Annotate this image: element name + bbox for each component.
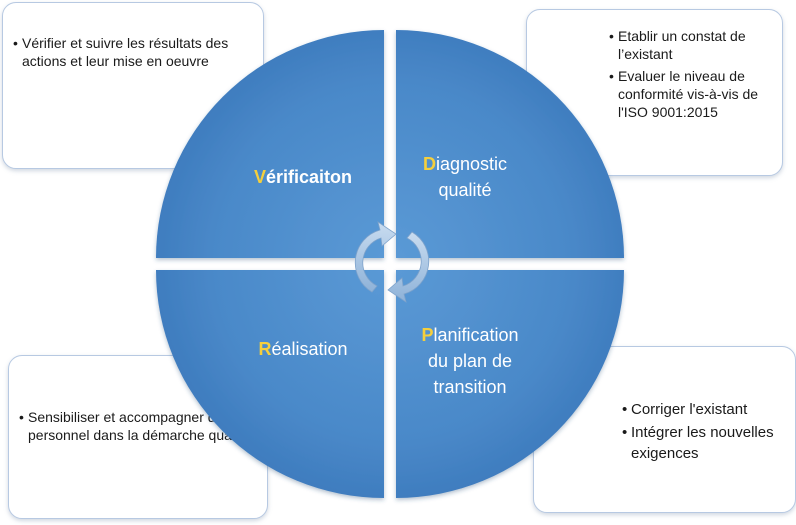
callout-list: Corriger l'existant Intégrer les nouvell… bbox=[622, 399, 785, 464]
label-rest: éalisation bbox=[271, 339, 348, 359]
label-initial: R bbox=[258, 339, 272, 359]
list-item: Evaluer le niveau de conformité vis-à-vi… bbox=[609, 67, 772, 121]
callout-verification: Vérifier et suivre les résultats des act… bbox=[2, 2, 264, 169]
list-item: Corriger l'existant bbox=[622, 399, 785, 420]
callout-list: Sensibiliser et accompagner du personnel… bbox=[19, 408, 257, 444]
callout-list: Vérifier et suivre les résultats des act… bbox=[13, 34, 253, 70]
quadrant-label-diagnostic: Diagnostic qualité bbox=[400, 151, 530, 203]
quadrant-diagnostic bbox=[396, 30, 624, 258]
label-rest: lanification bbox=[433, 325, 519, 345]
label-rest: érificaiton bbox=[265, 167, 353, 187]
list-item: Intégrer les nouvelles exigences bbox=[622, 422, 785, 464]
label-rest: iagnostic bbox=[435, 154, 508, 174]
callout-list: Etablir un constat de l’existant Evaluer… bbox=[609, 27, 772, 121]
label-initial: P bbox=[421, 325, 434, 345]
list-item: Etablir un constat de l’existant bbox=[609, 27, 772, 63]
label-initial: V bbox=[253, 167, 266, 187]
list-item: Vérifier et suivre les résultats des act… bbox=[13, 34, 253, 70]
quadrant-planification bbox=[396, 270, 624, 498]
list-item: Sensibiliser et accompagner du personnel… bbox=[19, 408, 257, 444]
label-initial: D bbox=[422, 154, 436, 174]
quadrant-label-realisation: Réalisation bbox=[228, 336, 378, 362]
label-line: du plan de bbox=[427, 351, 513, 371]
cycle-arrows-icon bbox=[354, 221, 430, 303]
quadrant-verification bbox=[156, 30, 384, 258]
quadrant-realisation bbox=[156, 270, 384, 498]
quadrant-label-planification: Planification du plan de transition bbox=[400, 322, 540, 400]
label-line: qualité bbox=[438, 180, 492, 200]
quadrant-label-verification: Vérificaiton bbox=[228, 164, 378, 190]
label-line: transition bbox=[433, 377, 507, 397]
